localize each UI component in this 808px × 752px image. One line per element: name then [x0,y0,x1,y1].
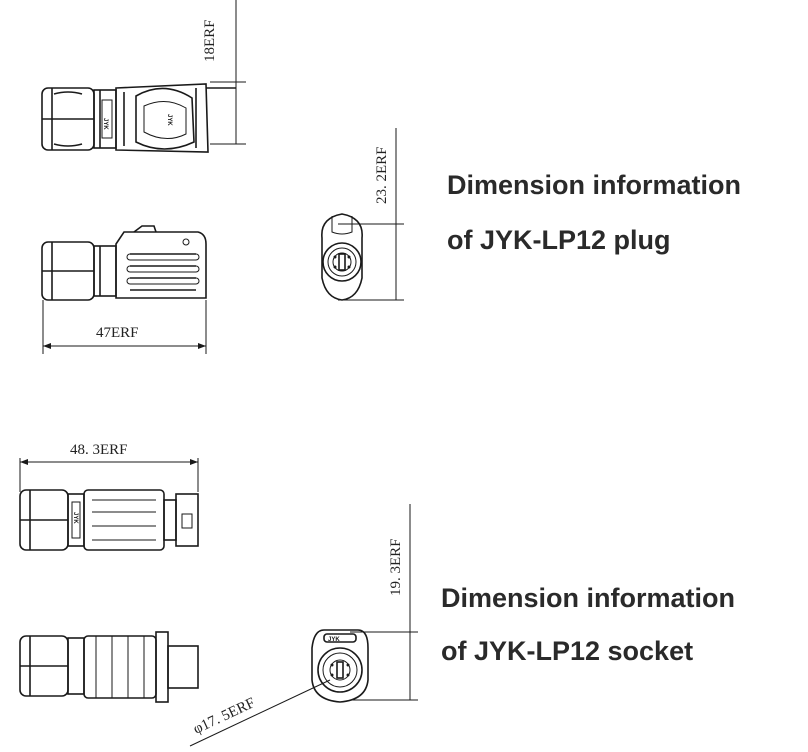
plug-body-brand-mark: JYK [166,114,172,126]
socket-top-view [19,631,199,703]
socket-front-view: JYK [189,504,418,747]
socket-side-brand-mark: JYK [72,512,78,524]
plug-side-brand-mark: JYK [102,118,108,130]
socket-caption-line2: of JYK-LP12 socket [441,636,694,666]
plug-face-height-label: 23. 2ERF [374,146,390,204]
socket-face-brand-mark: JYK [328,637,340,643]
plug-side-view: JYK JYK [41,0,246,153]
socket-caption-line1: Dimension information [441,583,736,613]
socket-side-view: JYK [19,458,199,551]
socket-diameter-label: φ17. 5ERF [191,695,258,737]
plug-top-view [41,225,207,354]
socket-length-label: 48. 3ERF [70,442,128,458]
plug-caption-line1: Dimension information [447,170,742,200]
plug-height-label: 18ERF [202,19,218,62]
socket-face-height-label: 19. 3ERF [388,538,404,596]
plug-caption-line2: of JYK-LP12 plug [447,225,671,255]
plug-front-view [321,128,404,301]
plug-length-label: 47ERF [96,325,139,341]
